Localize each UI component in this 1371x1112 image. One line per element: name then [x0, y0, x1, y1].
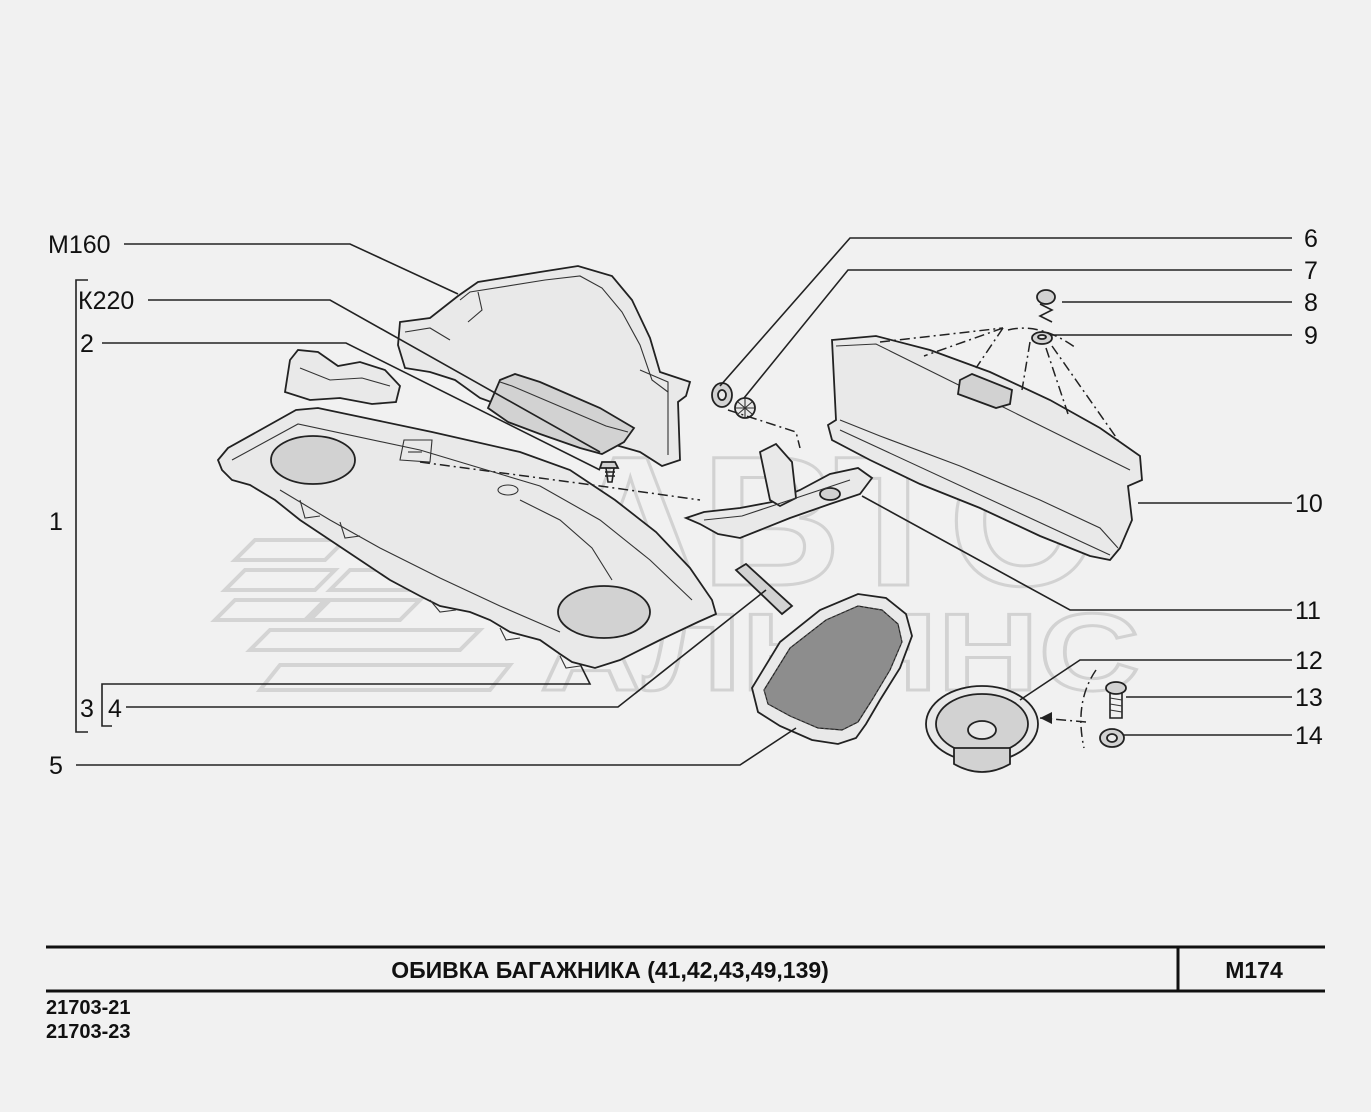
trim-strip	[734, 562, 794, 616]
callout-5: 5	[49, 752, 63, 780]
side-trim-panel	[397, 265, 692, 467]
callout-2: 2	[80, 330, 94, 358]
drawing-code: М174	[1225, 957, 1283, 983]
callout-m160: М160	[48, 231, 111, 259]
callout-4: 4	[108, 695, 122, 723]
model-list: 21703-21 21703-23	[46, 996, 131, 1044]
callout-13: 13	[1295, 684, 1323, 712]
model-code: 21703-23	[46, 1021, 131, 1043]
side-pocket	[486, 373, 636, 455]
rear-trim-panel	[826, 335, 1143, 561]
callout-3: 3	[80, 695, 94, 723]
callout-6: 6	[1304, 225, 1318, 253]
speaker-icon	[925, 685, 1039, 773]
nut-icon	[711, 382, 733, 408]
clip-icon	[1036, 289, 1056, 323]
flange-nut-icon	[1099, 728, 1125, 748]
shelf-screw-icon	[598, 461, 620, 483]
bolt-icon	[1105, 681, 1127, 719]
callout-14: 14	[1295, 722, 1323, 750]
callout-12: 12	[1295, 647, 1323, 675]
model-code: 21703-21	[46, 997, 131, 1019]
mounting-bracket	[683, 442, 874, 539]
callout-k220: К220	[78, 287, 134, 315]
callout-11: 11	[1295, 597, 1321, 625]
callout-8: 8	[1304, 289, 1318, 317]
lock-washer-icon	[734, 397, 756, 419]
page-title: ОБИВКА БАГАЖНИКА (41,42,43,49,139)	[391, 957, 829, 983]
speaker-grille	[751, 593, 913, 745]
rear-parcel-shelf	[216, 407, 718, 669]
callout-10: 10	[1295, 490, 1323, 518]
callout-9: 9	[1304, 322, 1318, 350]
title-block: ОБИВКА БАГАЖНИКА (41,42,43,49,139) М174	[46, 945, 1325, 993]
leader-lines	[75, 237, 1292, 766]
assembly-lines	[419, 327, 1119, 749]
left-fabric-trim	[283, 349, 401, 405]
callout-1: 1	[49, 508, 63, 536]
washer-icon	[1031, 331, 1053, 345]
callout-7: 7	[1304, 257, 1318, 285]
